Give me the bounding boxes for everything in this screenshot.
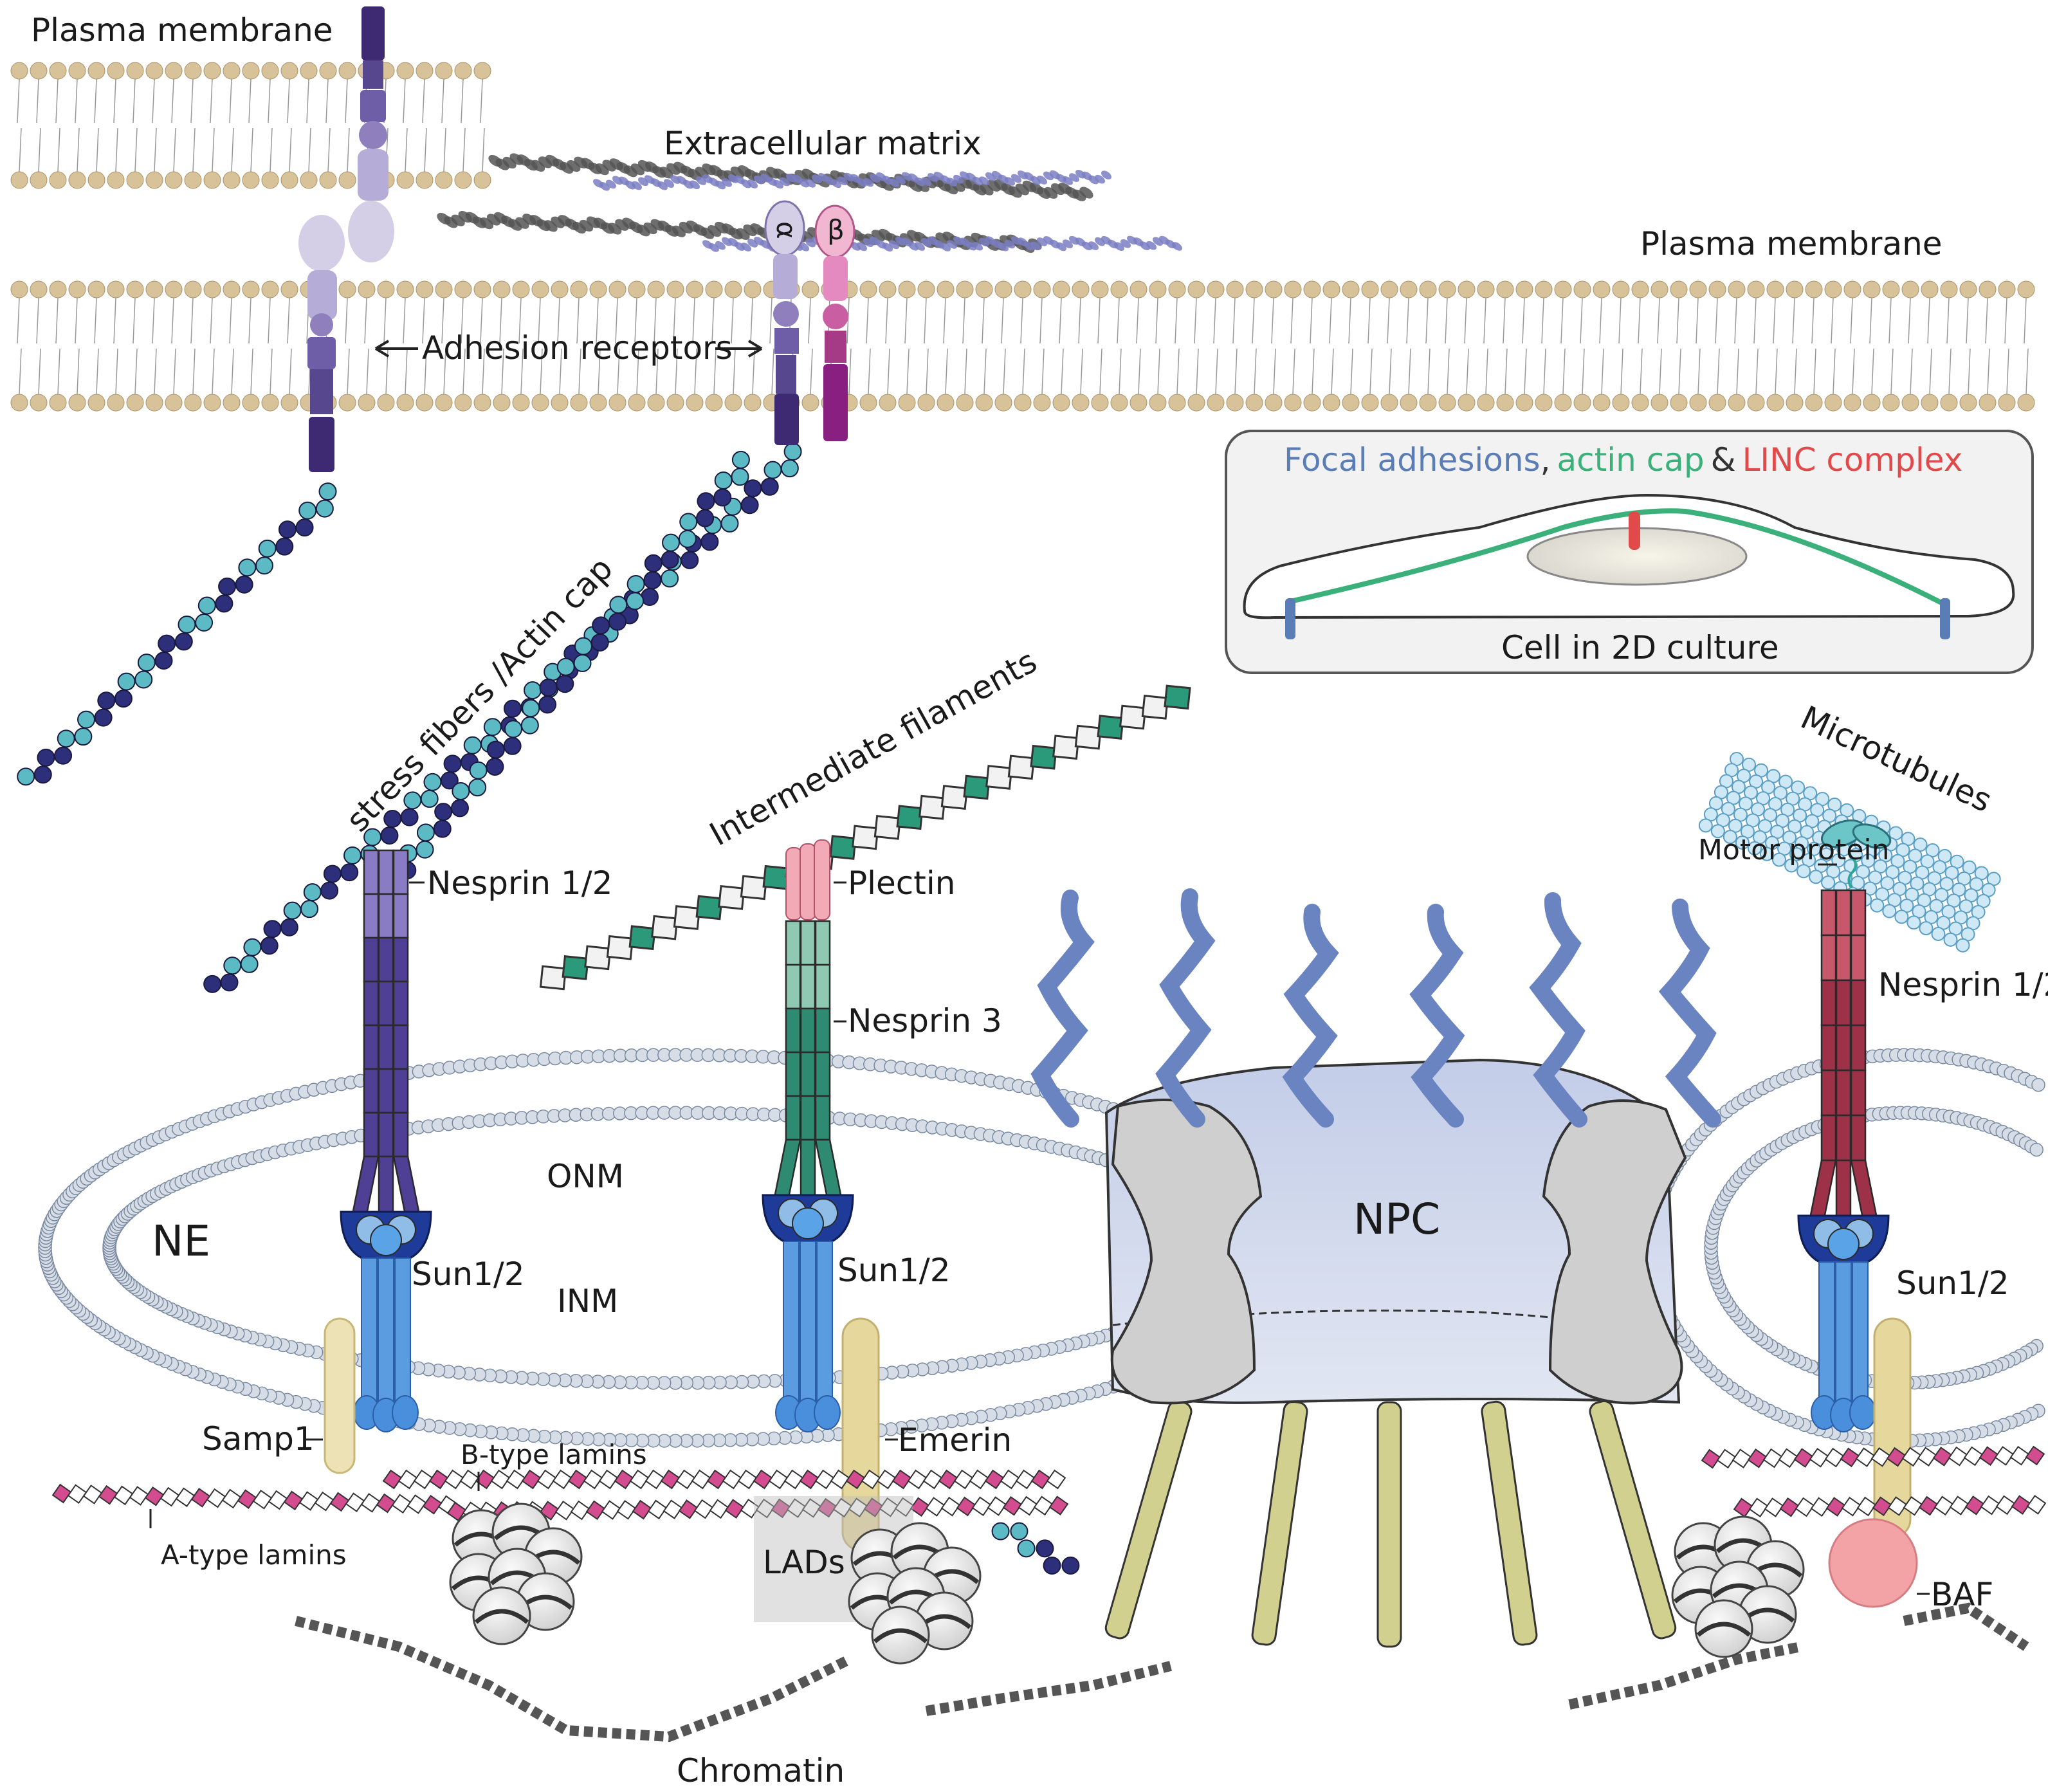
label-motor-protein: Motor protein — [1698, 834, 1890, 866]
inset-title: Focal adhesions,actin cap&LINC complex — [1284, 441, 1962, 479]
label-sun-right: Sun1/2 — [1896, 1265, 2009, 1302]
label-plectin: Plectin — [848, 864, 955, 902]
label-integrin-alpha: α — [771, 221, 802, 239]
fg-nucleoporin-filaments — [1030, 888, 1721, 1128]
label-plasma-membrane-top: Plasma membrane — [31, 12, 333, 49]
label-nesprin-124-text: Nesprin 1/2/4 — [1878, 966, 2048, 1003]
label-inm: INM — [557, 1283, 618, 1320]
label-nesprin-124: Nesprin 1/2/4 — [1878, 966, 2048, 1003]
linc-complex-nesprin-124 — [1797, 889, 1890, 1432]
chromatin — [295, 1503, 2029, 1742]
label-nesprin-12: Nesprin 1/2 — [427, 864, 612, 902]
inset-focal-adhesions: Focal adhesions — [1284, 441, 1541, 479]
plasma-membrane-right — [10, 280, 2035, 412]
label-a-type-lamins: A-type lamins — [161, 1539, 347, 1571]
label-nesprin-3: Nesprin 3 — [848, 1002, 1002, 1039]
inset-caption: Cell in 2D culture — [1501, 629, 1779, 666]
npc-basket-filaments — [1104, 1400, 1677, 1648]
label-onm: ONM — [547, 1158, 624, 1195]
baf-protein — [1828, 1518, 1918, 1608]
inset-comma: , — [1541, 441, 1551, 479]
extracellular-matrix-fibers — [437, 153, 1182, 253]
label-sun-left: Sun1/2 — [412, 1256, 525, 1293]
label-sun-mid: Sun1/2 — [837, 1252, 951, 1289]
adhesion-receptor-cadherin — [298, 6, 394, 472]
nuclear-lamina — [51, 1445, 2047, 1522]
label-npc: NPC — [1353, 1194, 1440, 1244]
inset-actin-cap: actin cap — [1557, 441, 1705, 479]
adhesion-receptors-arrow — [374, 340, 763, 358]
inset-cell-2d-culture — [1225, 430, 2034, 674]
label-emerin: Emerin — [898, 1422, 1012, 1459]
label-integrin-beta: β — [827, 214, 845, 246]
label-ne: NE — [152, 1216, 210, 1266]
inset-linc-complex: LINC complex — [1742, 441, 1963, 479]
label-adhesion-receptors: Adhesion receptors — [422, 329, 733, 367]
label-samp1: Samp1 — [202, 1420, 315, 1458]
label-intermediate-filaments: Intermediate filaments — [704, 643, 1043, 854]
microtubule — [1698, 752, 2001, 953]
inset-ampersand: & — [1711, 441, 1736, 479]
label-chromatin: Chromatin — [677, 1752, 845, 1789]
adhesion-receptor-integrin — [764, 200, 855, 445]
label-extracellular-matrix: Extracellular matrix — [664, 125, 982, 162]
nuclear-pore-complex — [1030, 888, 1721, 1648]
plasma-membrane-top — [10, 62, 491, 189]
label-b-type-lamins: B-type lamins — [461, 1439, 647, 1470]
linc-complex-nesprin-3 — [762, 839, 854, 1432]
label-plasma-membrane-right: Plasma membrane — [1640, 225, 1943, 262]
samp1-protein — [324, 1317, 356, 1474]
linc-complex-nesprin-12 — [340, 849, 432, 1432]
label-baf: BAF — [1931, 1576, 1993, 1613]
label-lads: LADs — [763, 1544, 845, 1581]
